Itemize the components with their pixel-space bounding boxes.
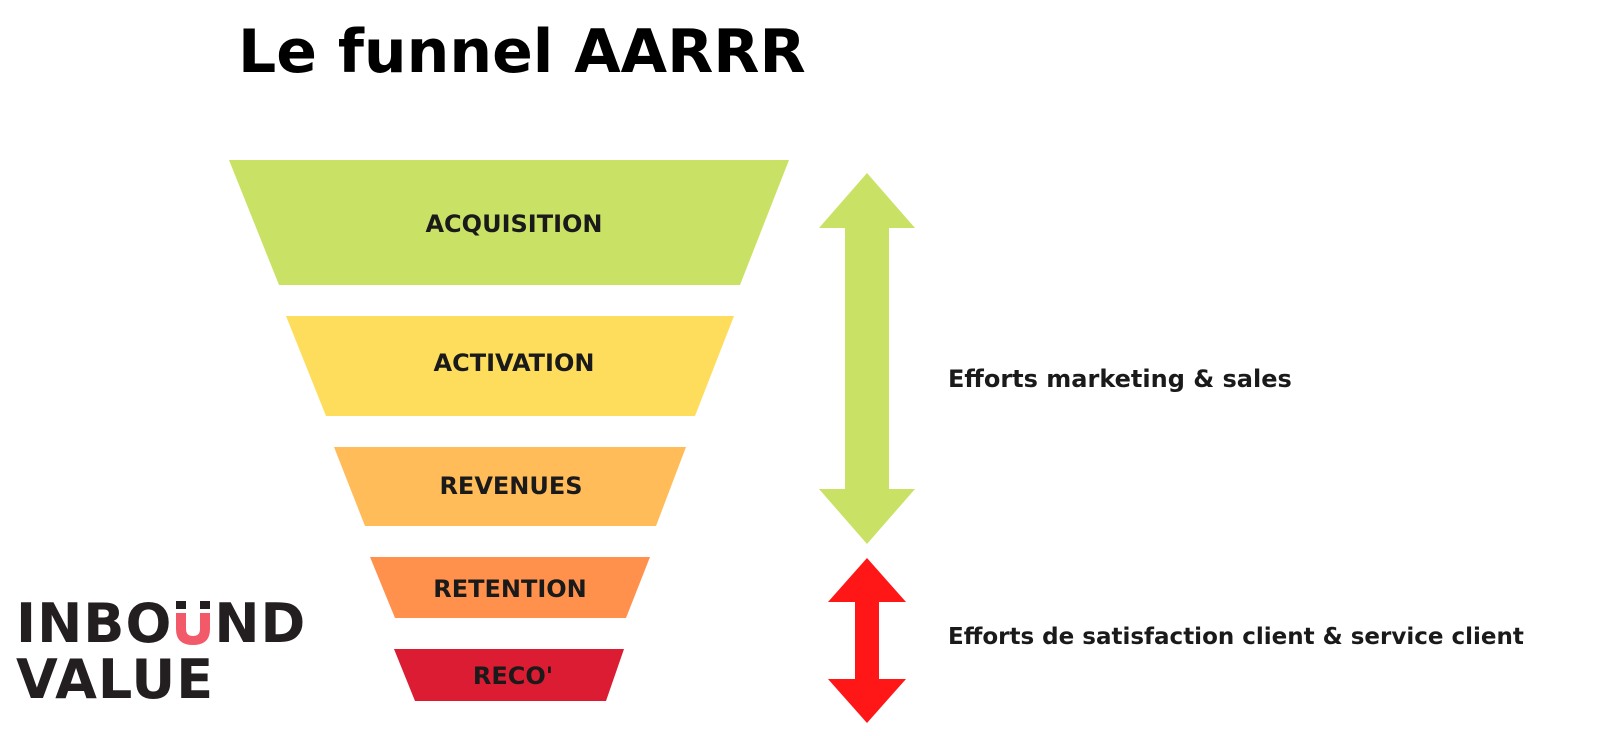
magnet-u-icon [173,601,213,645]
funnel-stage-acquisition [229,160,789,285]
funnel: ACQUISITION ACTIVATION REVENUES RETENTIO… [229,160,789,701]
funnel-stage-label-revenues: REVENUES [439,472,582,500]
funnel-stage-reco [394,649,624,701]
effort-label-marketing-sales: Efforts marketing & sales [948,365,1292,393]
logo-line-2: VALUE [16,648,215,711]
double-arrow-icon [819,173,915,544]
double-arrow-icon [828,558,906,723]
funnel-stage-label-activation: ACTIVATION [434,349,595,377]
effort-label-customer-satisfaction: Efforts de satisfaction client & service… [948,624,1524,650]
funnel-stage-retention [370,557,650,618]
funnel-stage-revenues [334,447,686,526]
page-title: Le funnel AARRR [238,17,806,87]
logo-text-inbo: INBO [16,592,173,655]
logo-text-nd: ND [214,592,307,655]
funnel-stage-label-retention: RETENTION [433,575,587,603]
effort-arrows [819,173,915,723]
funnel-stage-label-reco: RECO' [473,662,553,690]
funnel-stage-activation [286,316,734,416]
funnel-stage-label-acquisition: ACQUISITION [425,210,602,238]
